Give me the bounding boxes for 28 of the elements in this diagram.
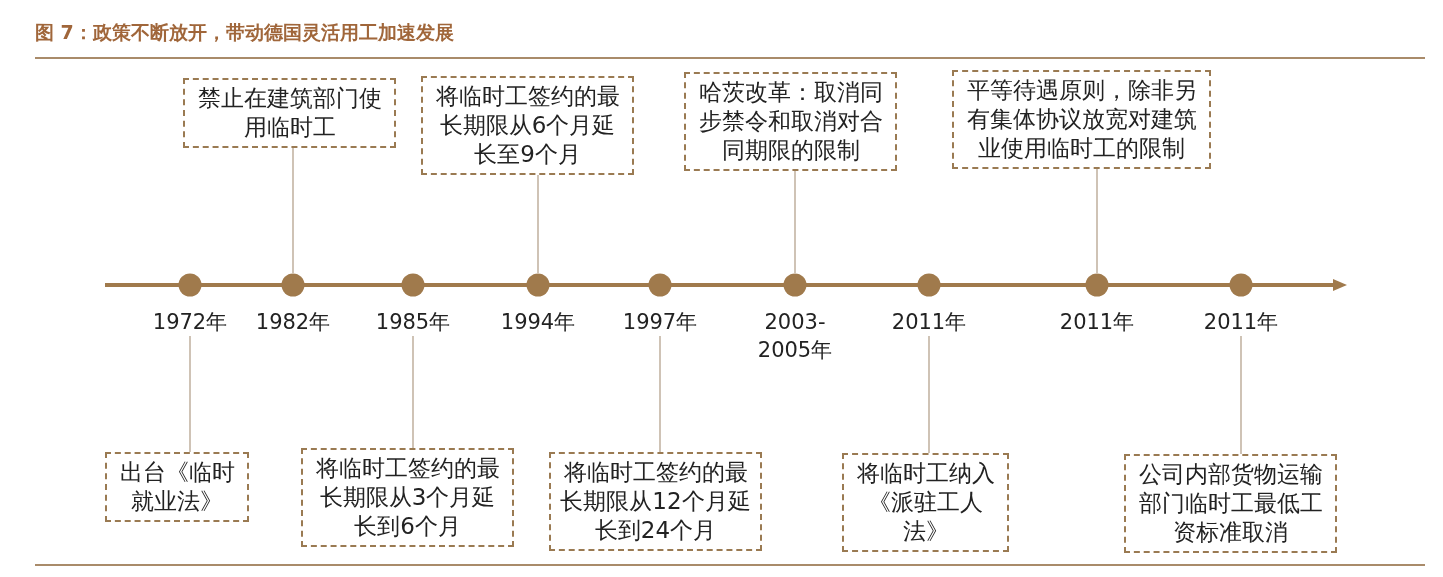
year-label: 2011年: [890, 309, 968, 336]
year-label: 1997年: [621, 309, 699, 336]
connector-line: [659, 335, 661, 453]
connector-line: [1096, 168, 1098, 274]
connector-line: [412, 335, 414, 449]
connector-line: [1240, 335, 1242, 455]
event-box: 将临时工签约的最长期限从6个月延长至9个月: [421, 76, 634, 175]
event-box: 平等待遇原则，除非另有集体协议放宽对建筑业使用临时工的限制: [952, 70, 1211, 169]
year-label: 2011年: [1202, 309, 1280, 336]
year-label: 2011年: [1058, 309, 1136, 336]
year-label: 1985年: [374, 309, 452, 336]
event-box: 哈茨改革：取消同步禁令和取消对合同期限的限制: [684, 72, 897, 171]
figure-title: 图 7：政策不断放开，带动德国灵活用工加速发展: [35, 20, 454, 45]
year-label: 2003-2005年: [756, 309, 834, 364]
connector-line: [928, 335, 930, 454]
year-label: 1972年: [151, 309, 229, 336]
connector-line: [189, 335, 191, 453]
event-box: 出台《临时就业法》: [105, 452, 249, 522]
connector-line: [292, 147, 294, 274]
year-label: 1994年: [499, 309, 577, 336]
event-box: 将临时工签约的最长期限从3个月延长到6个月: [301, 448, 514, 547]
event-box: 将临时工纳入《派驻工人法》: [842, 453, 1009, 552]
year-label: 1982年: [254, 309, 332, 336]
event-box: 公司内部货物运输部门临时工最低工资标准取消: [1124, 454, 1337, 553]
connector-line: [537, 174, 539, 274]
connector-line: [794, 170, 796, 274]
event-box: 禁止在建筑部门使用临时工: [183, 78, 396, 148]
event-box: 将临时工签约的最长期限从12个月延长到24个月: [549, 452, 762, 551]
